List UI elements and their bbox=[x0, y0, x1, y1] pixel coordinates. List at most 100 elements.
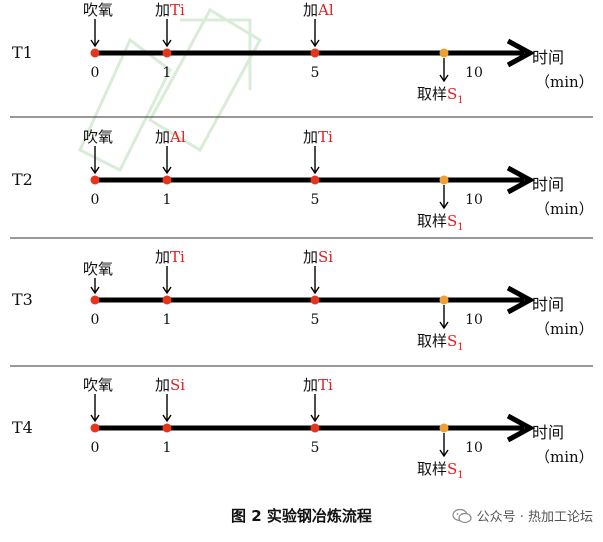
axis-unit: （min） bbox=[535, 73, 594, 91]
sample-label-subscript: 1 bbox=[457, 470, 463, 481]
diagram-canvas: T1吹氧0加Ti1加Al5取样S110时间（min）T2吹氧0加Al1加Ti5取… bbox=[10, 1, 594, 481]
event-label: 加Si bbox=[155, 376, 185, 394]
row-label: T1 bbox=[12, 43, 33, 62]
credit-watermark: 公众号 · 热加工论坛 bbox=[451, 506, 593, 525]
axis-title: 时间 bbox=[532, 423, 564, 442]
axis-arrowhead bbox=[506, 413, 536, 443]
sample-label-subscript: 1 bbox=[457, 95, 463, 106]
sample-arrowhead bbox=[439, 201, 449, 210]
event-label-element: Si bbox=[318, 248, 333, 266]
watermark-shape bbox=[180, 18, 252, 90]
sample-arrowhead bbox=[439, 321, 449, 330]
event-label: 加Al bbox=[155, 128, 186, 146]
sample-dot bbox=[439, 423, 449, 433]
axis-title: 时间 bbox=[532, 175, 564, 194]
sample-label-prefix: 取样 bbox=[417, 332, 447, 350]
sample-arrowhead bbox=[439, 449, 449, 458]
event-dot bbox=[310, 48, 320, 58]
event-label: 加Si bbox=[303, 248, 333, 266]
event-label: 吹氧 bbox=[83, 376, 113, 394]
row-label: T2 bbox=[12, 170, 33, 189]
sample-label-prefix: 取样 bbox=[417, 460, 447, 478]
axis-unit: （min） bbox=[535, 448, 594, 466]
event-label-prefix: 加 bbox=[155, 376, 170, 394]
sample-label: 取样S1 bbox=[417, 85, 464, 106]
sample-label-prefix: 取样 bbox=[417, 212, 447, 230]
tick-label: 0 bbox=[91, 192, 100, 208]
sample-arrowhead bbox=[439, 74, 449, 83]
sample-label-symbol: S bbox=[447, 85, 457, 103]
tick-label-end: 10 bbox=[465, 312, 483, 328]
tick-label: 0 bbox=[91, 65, 100, 81]
event-label-prefix: 加 bbox=[303, 1, 318, 19]
event-dot bbox=[162, 175, 172, 185]
background-watermark bbox=[78, 7, 263, 173]
row-label: T3 bbox=[12, 290, 33, 309]
sample-label-symbol: S bbox=[447, 212, 457, 230]
event-label-prefix: 加 bbox=[155, 248, 170, 266]
axis-arrowhead bbox=[506, 38, 536, 68]
sample-label-symbol: S bbox=[447, 460, 457, 478]
axis-unit: （min） bbox=[535, 320, 594, 338]
axis-arrowhead bbox=[506, 285, 536, 315]
event-arrowhead bbox=[310, 166, 320, 175]
axis-unit: （min） bbox=[535, 200, 594, 218]
tick-label: 0 bbox=[91, 312, 100, 328]
event-dot bbox=[90, 48, 100, 58]
event-arrowhead bbox=[90, 39, 100, 48]
event-dot bbox=[310, 423, 320, 433]
event-label: 吹氧 bbox=[83, 1, 113, 19]
tick-label: 0 bbox=[91, 440, 100, 456]
tick-label: 1 bbox=[163, 312, 172, 328]
sample-dot bbox=[439, 175, 449, 185]
tick-label: 1 bbox=[163, 65, 172, 81]
tick-label: 5 bbox=[311, 192, 320, 208]
event-arrowhead bbox=[310, 39, 320, 48]
sample-label: 取样S1 bbox=[417, 332, 464, 353]
event-label-prefix: 吹氧 bbox=[83, 376, 113, 394]
event-label-element: Ti bbox=[170, 248, 185, 266]
event-label-prefix: 加 bbox=[303, 376, 318, 394]
event-dot bbox=[162, 295, 172, 305]
sample-label-subscript: 1 bbox=[457, 222, 463, 233]
sample-label-prefix: 取样 bbox=[417, 85, 447, 103]
credit-text: 公众号 · 热加工论坛 bbox=[476, 510, 593, 525]
event-arrowhead bbox=[310, 414, 320, 423]
tick-label: 5 bbox=[311, 312, 320, 328]
sample-label: 取样S1 bbox=[417, 212, 464, 233]
sample-label: 取样S1 bbox=[417, 460, 464, 481]
event-dot bbox=[310, 175, 320, 185]
event-label-prefix: 吹氧 bbox=[83, 260, 113, 278]
tick-label: 5 bbox=[311, 440, 320, 456]
event-arrowhead bbox=[162, 286, 172, 295]
event-label-element: Ti bbox=[318, 128, 333, 146]
sample-label-subscript: 1 bbox=[457, 342, 463, 353]
event-dot bbox=[90, 295, 100, 305]
event-dot bbox=[310, 295, 320, 305]
event-dot bbox=[90, 175, 100, 185]
event-label: 加Ti bbox=[303, 376, 333, 394]
event-arrowhead bbox=[90, 414, 100, 423]
event-arrowhead bbox=[90, 286, 100, 295]
event-label-element: Ti bbox=[318, 376, 333, 394]
event-arrowhead bbox=[162, 39, 172, 48]
event-label-element: Si bbox=[170, 376, 185, 394]
figure-caption: 图 2 实验钢冶炼流程 bbox=[231, 507, 372, 525]
event-arrowhead bbox=[310, 286, 320, 295]
tick-label-end: 10 bbox=[465, 65, 483, 81]
event-label-prefix: 加 bbox=[303, 248, 318, 266]
wechat-icon bbox=[451, 508, 472, 523]
event-label: 加Al bbox=[303, 1, 334, 19]
event-label: 加Ti bbox=[155, 248, 185, 266]
event-label-element: Ti bbox=[170, 1, 185, 19]
axis-title: 时间 bbox=[532, 295, 564, 314]
event-arrowhead bbox=[162, 414, 172, 423]
sample-dot bbox=[439, 48, 449, 58]
event-label-prefix: 加 bbox=[155, 128, 170, 146]
event-label: 吹氧 bbox=[83, 128, 113, 146]
event-label-prefix: 加 bbox=[303, 128, 318, 146]
